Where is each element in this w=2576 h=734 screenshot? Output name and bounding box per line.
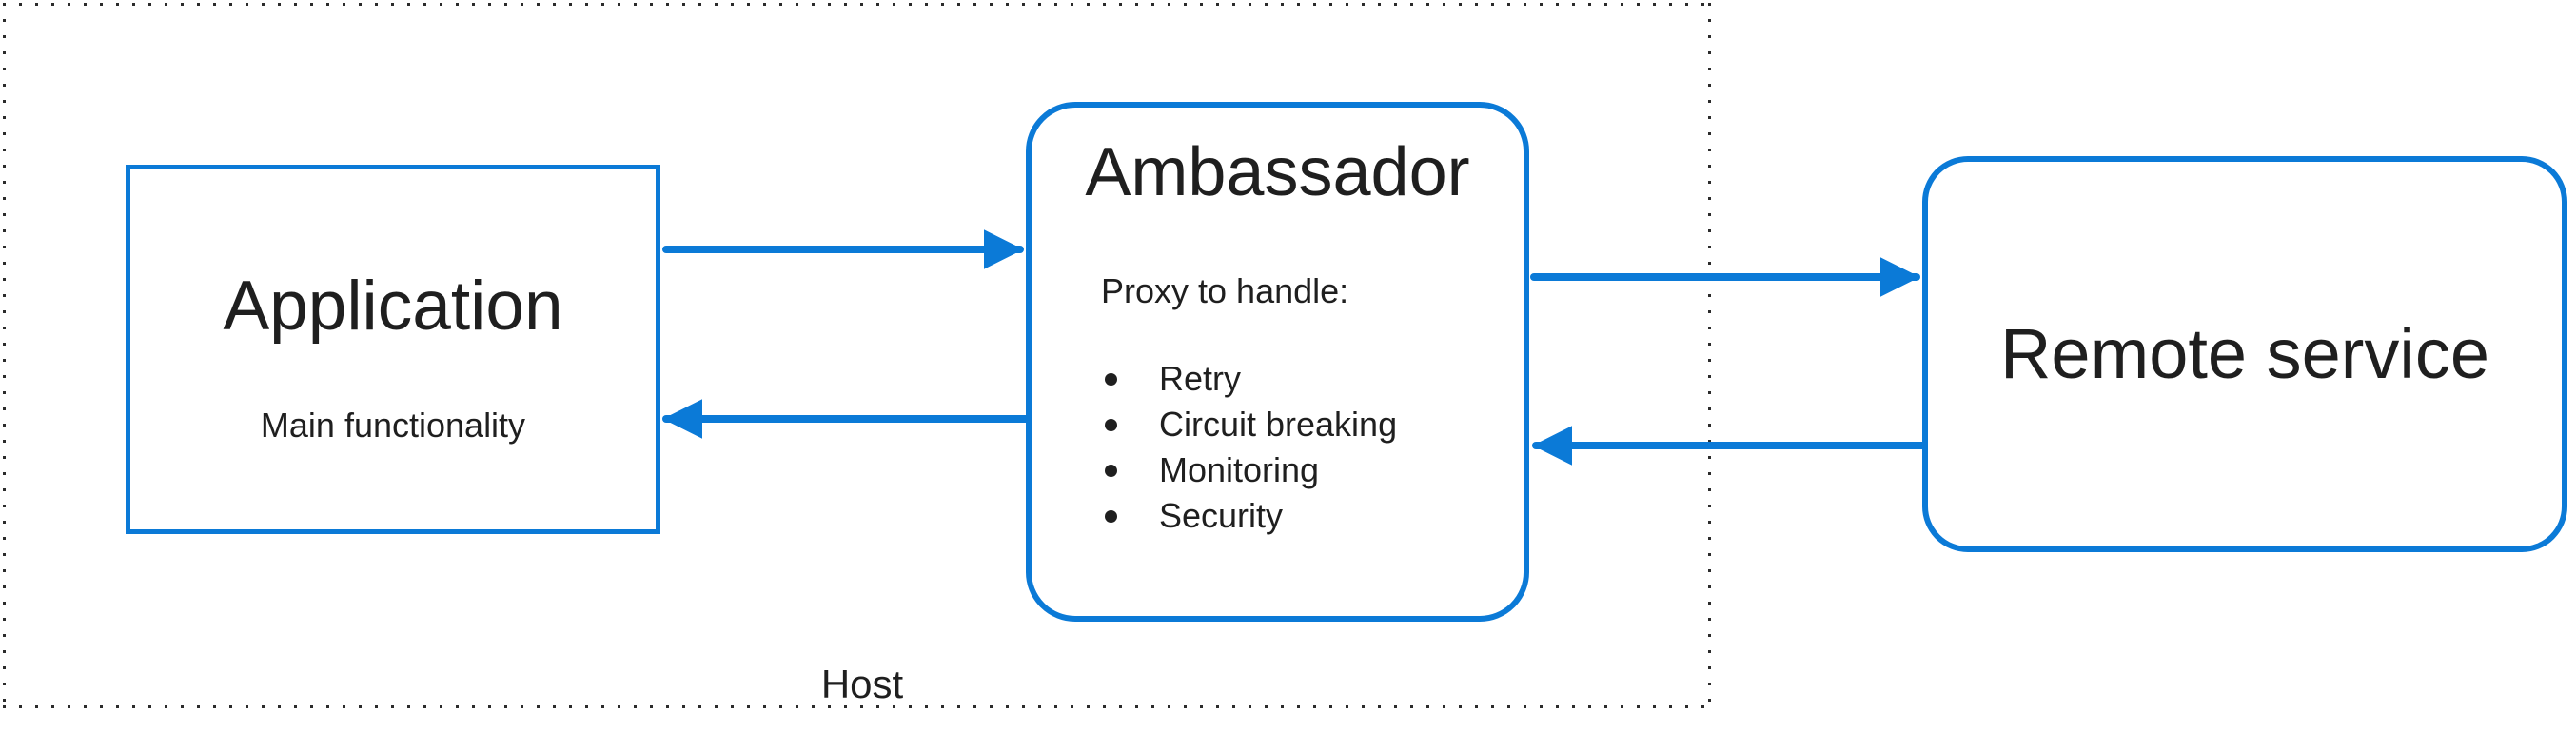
bullet-icon (1105, 464, 1117, 477)
application-node: Application Main functionality (126, 165, 660, 534)
host-boundary-left (3, 3, 6, 708)
list-item-label: Circuit breaking (1159, 405, 1398, 444)
ambassador-capability-list: Retry Circuit breaking Monitoring Securi… (1101, 356, 1397, 539)
list-item: Circuit breaking (1101, 402, 1397, 447)
bullet-icon (1105, 509, 1117, 523)
bullet-icon (1105, 372, 1117, 386)
list-item: Security (1101, 493, 1397, 539)
application-title: Application (223, 268, 563, 345)
list-item-label: Retry (1159, 359, 1242, 398)
host-boundary-right (1708, 3, 1711, 708)
ambassador-node: Ambassador Proxy to handle: Retry Circui… (1026, 102, 1529, 622)
host-label: Host (820, 662, 904, 706)
list-item: Monitoring (1101, 447, 1397, 493)
remote-service-title: Remote service (1999, 314, 2490, 393)
bullet-icon (1105, 418, 1117, 431)
list-item: Retry (1101, 356, 1397, 402)
host-boundary-top (3, 3, 1711, 6)
list-item-label: Security (1159, 496, 1284, 535)
ambassador-title: Ambassador (1085, 134, 1470, 210)
application-subtitle: Main functionality (260, 406, 526, 445)
list-item-label: Monitoring (1159, 450, 1320, 489)
ambassador-intro: Proxy to handle: (1101, 271, 1349, 310)
host-boundary-bottom (3, 705, 1711, 708)
remote-service-node: Remote service (1922, 156, 2567, 552)
